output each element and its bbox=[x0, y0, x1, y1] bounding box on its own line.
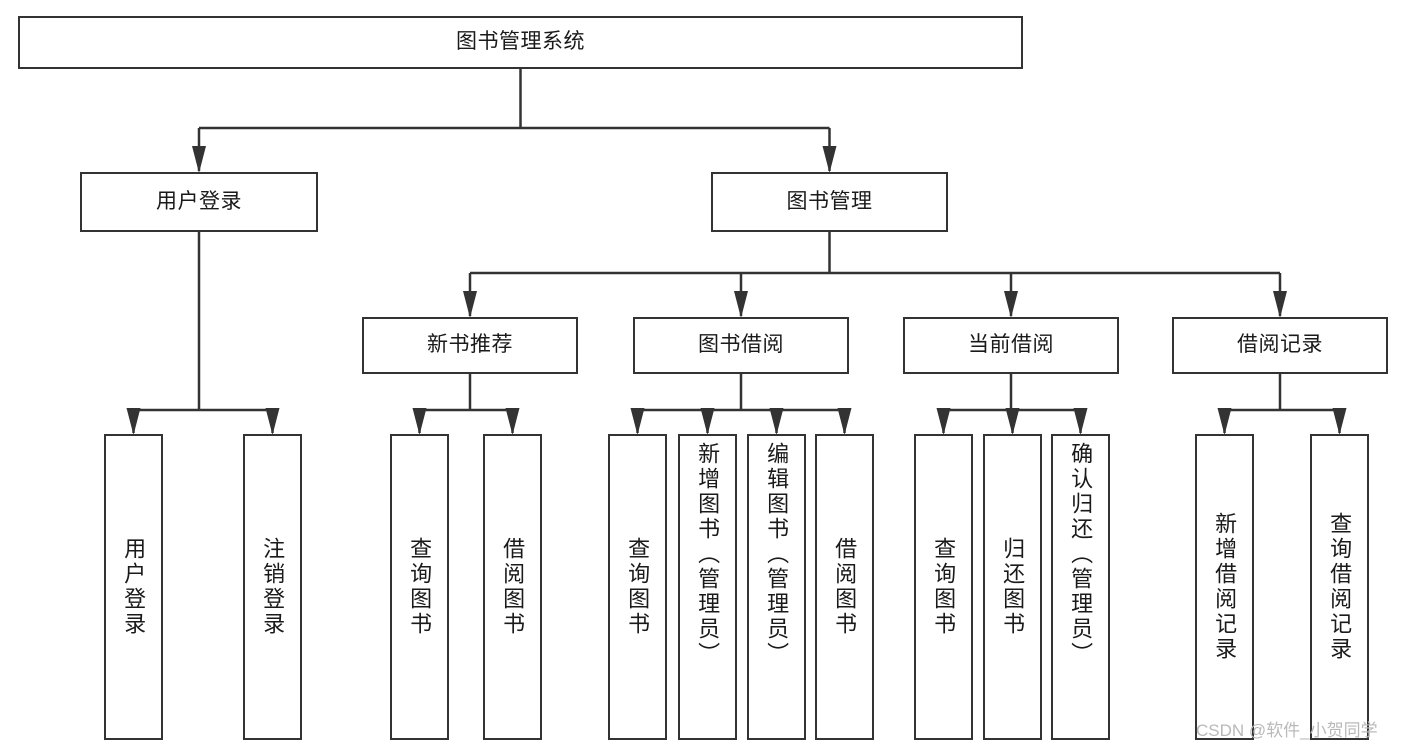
node-book-manage[interactable]: 图书管理 bbox=[711, 172, 948, 232]
node-leaf-confirm-return[interactable]: 确认归还（管理员） bbox=[1051, 434, 1110, 740]
node-label-book-borrow: 图书借阅 bbox=[698, 333, 784, 357]
node-label-leaf-query-book-1: 查询图书 bbox=[407, 537, 433, 637]
node-leaf-add-record[interactable]: 新增借阅记录 bbox=[1195, 434, 1254, 740]
node-leaf-user-login[interactable]: 用户登录 bbox=[104, 434, 163, 740]
arrowhead-leaf-logout bbox=[265, 408, 280, 435]
node-label-leaf-query-book-3: 查询图书 bbox=[931, 537, 957, 637]
arrowhead-leaf-query-record bbox=[1332, 408, 1347, 435]
node-leaf-borrow-book-1[interactable]: 借阅图书 bbox=[483, 434, 542, 740]
node-leaf-add-book[interactable]: 新增图书（管理员） bbox=[678, 434, 737, 740]
node-leaf-edit-book[interactable]: 编辑图书（管理员） bbox=[747, 434, 806, 740]
node-label-leaf-query-book-2: 查询图书 bbox=[625, 537, 651, 637]
node-label-leaf-confirm-return: 确认归还（管理员） bbox=[1068, 442, 1094, 667]
arrowhead-book-manage bbox=[822, 146, 837, 173]
node-label-leaf-borrow-book-2: 借阅图书 bbox=[832, 537, 858, 637]
node-label-leaf-add-record: 新增借阅记录 bbox=[1212, 512, 1238, 662]
arrowhead-leaf-query-book-1 bbox=[412, 408, 427, 435]
arrowhead-borrow-record bbox=[1273, 291, 1287, 318]
node-leaf-logout[interactable]: 注销登录 bbox=[243, 434, 302, 740]
arrowhead-leaf-return-book bbox=[1005, 408, 1020, 435]
node-leaf-query-book-2[interactable]: 查询图书 bbox=[608, 434, 667, 740]
node-leaf-query-book-1[interactable]: 查询图书 bbox=[390, 434, 449, 740]
node-label-leaf-add-book: 新增图书（管理员） bbox=[695, 442, 721, 667]
node-label-leaf-logout: 注销登录 bbox=[260, 537, 286, 637]
arrowhead-leaf-add-record bbox=[1217, 408, 1232, 435]
node-label-user-login: 用户登录 bbox=[156, 189, 242, 213]
node-current-borrow[interactable]: 当前借阅 bbox=[903, 317, 1119, 374]
node-user-login[interactable]: 用户登录 bbox=[80, 172, 318, 232]
arrowhead-leaf-edit-book bbox=[769, 408, 784, 435]
arrowhead-user-login bbox=[192, 146, 206, 173]
node-borrow-record[interactable]: 借阅记录 bbox=[1172, 317, 1388, 374]
node-label-leaf-edit-book: 编辑图书（管理员） bbox=[764, 442, 790, 667]
node-label-current-borrow: 当前借阅 bbox=[968, 333, 1054, 357]
arrowhead-current-borrow bbox=[1004, 291, 1018, 318]
node-new-book-rec[interactable]: 新书推荐 bbox=[362, 317, 578, 374]
arrowhead-leaf-query-book-3 bbox=[936, 408, 951, 435]
arrowhead-book-borrow bbox=[734, 291, 748, 318]
node-root[interactable]: 图书管理系统 bbox=[18, 16, 1023, 69]
arrowhead-leaf-user-login bbox=[126, 408, 141, 435]
node-label-leaf-user-login: 用户登录 bbox=[121, 537, 147, 637]
node-leaf-borrow-book-2[interactable]: 借阅图书 bbox=[815, 434, 874, 740]
arrowhead-leaf-borrow-book-2 bbox=[837, 408, 852, 435]
node-leaf-query-book-3[interactable]: 查询图书 bbox=[914, 434, 973, 740]
node-leaf-query-record[interactable]: 查询借阅记录 bbox=[1310, 434, 1369, 740]
node-label-leaf-return-book: 归还图书 bbox=[1000, 537, 1026, 637]
arrowhead-leaf-query-book-2 bbox=[630, 408, 645, 435]
arrowhead-leaf-add-book bbox=[700, 408, 715, 435]
arrowhead-leaf-borrow-book-1 bbox=[505, 408, 520, 435]
node-leaf-return-book[interactable]: 归还图书 bbox=[983, 434, 1042, 740]
node-label-new-book-rec: 新书推荐 bbox=[427, 333, 513, 357]
arrowhead-leaf-confirm-return bbox=[1073, 408, 1088, 435]
node-book-borrow[interactable]: 图书借阅 bbox=[633, 317, 849, 374]
arrowhead-new-book-rec bbox=[463, 291, 477, 318]
node-label-leaf-borrow-book-1: 借阅图书 bbox=[500, 537, 526, 637]
node-label-book-manage: 图书管理 bbox=[786, 189, 873, 213]
node-label-leaf-query-record: 查询借阅记录 bbox=[1327, 512, 1353, 662]
node-label-root: 图书管理系统 bbox=[456, 30, 585, 54]
node-label-borrow-record: 借阅记录 bbox=[1237, 333, 1323, 357]
